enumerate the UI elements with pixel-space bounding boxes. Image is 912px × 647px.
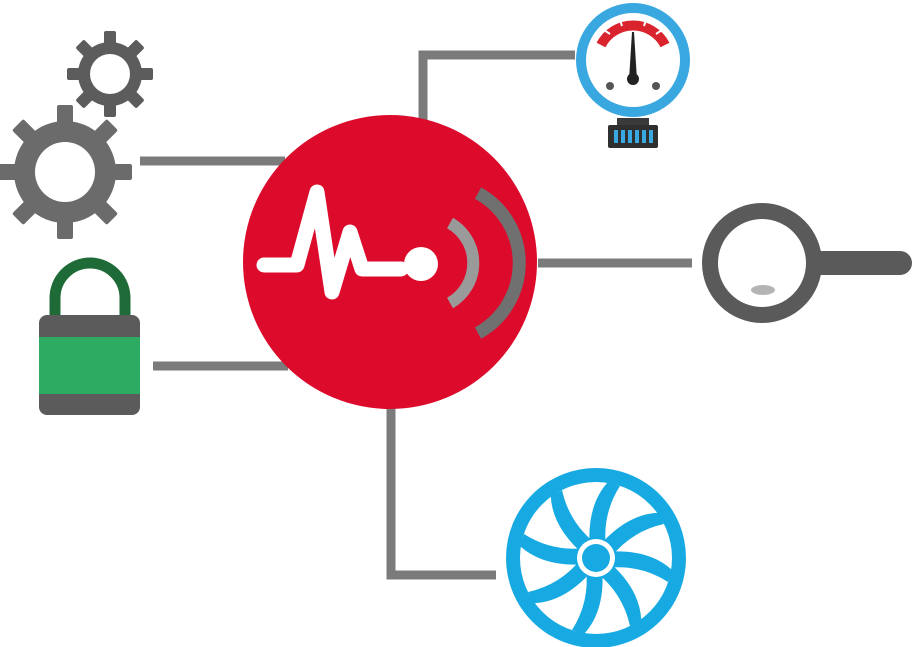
connector-fan <box>386 400 496 580</box>
magnifier-probe-icon <box>702 203 912 323</box>
hub-node <box>243 115 537 409</box>
connectors <box>140 50 692 580</box>
pressure-gauge-icon <box>576 3 690 148</box>
gears-icon <box>0 31 153 239</box>
fan-icon <box>506 468 686 647</box>
large-gear-icon <box>0 105 132 239</box>
connector-gauge <box>418 50 575 120</box>
padlock-icon <box>39 257 140 415</box>
small-gear-icon <box>67 31 153 117</box>
heartbeat-signal-icon <box>256 184 526 339</box>
